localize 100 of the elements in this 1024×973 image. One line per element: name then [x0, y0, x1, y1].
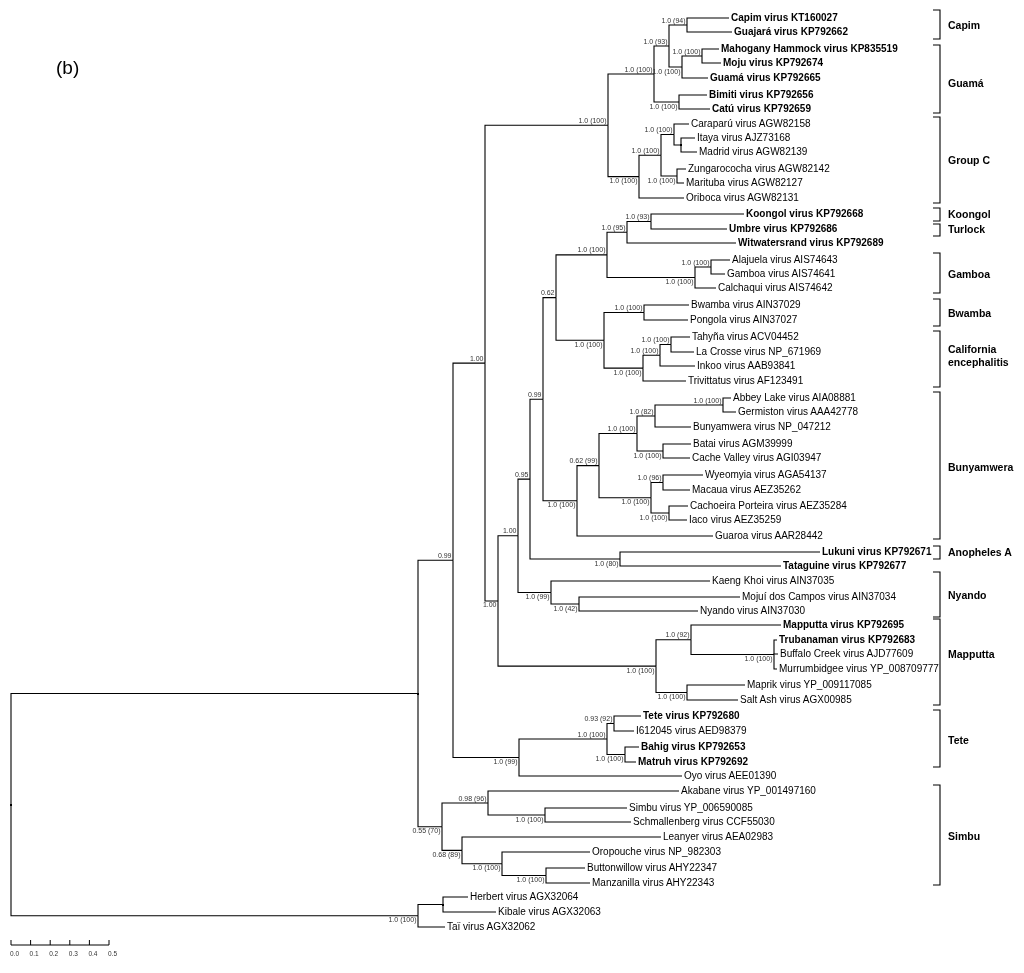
tree-branch [676, 175, 685, 184]
tree-branch [681, 55, 703, 68]
tree-branch [603, 339, 644, 369]
tree-branch [678, 101, 711, 110]
tree-branch [607, 124, 640, 178]
tree-branch [653, 45, 670, 75]
taxon-label: Nyando virus AIN37030 [700, 604, 806, 617]
tree-branch [650, 213, 745, 223]
tree-branch [452, 362, 486, 561]
tree-branch [681, 66, 709, 79]
tree-branch [626, 231, 737, 244]
tree-branch [555, 297, 605, 341]
clade-label: Capim [948, 18, 982, 32]
taxon-label: Batai virus AGM39999 [693, 437, 793, 450]
tree-branch [517, 535, 552, 594]
tree-branch [668, 45, 683, 68]
taxon-label: Trubanaman virus KP792683 [779, 633, 916, 646]
clade-label: California encephalitis [948, 343, 1010, 369]
tree-branch [624, 746, 640, 756]
taxon-label: Caraparú virus AGW82158 [691, 117, 811, 130]
tree-branch [529, 478, 621, 560]
tree-branch [550, 591, 580, 605]
taxon-label: Madrid virus AGW82139 [699, 145, 808, 158]
tree-branch [673, 133, 682, 146]
taxon-label: Tataguine virus KP792677 [783, 559, 907, 572]
taxon-label: Tahyña virus ACV04452 [692, 330, 799, 343]
taxon-label: Kaeng Khoi virus AIN37035 [712, 574, 835, 587]
tree-branch [417, 903, 444, 917]
tree-branch [545, 874, 591, 884]
tree-branch [676, 168, 687, 177]
tree-branch [529, 398, 544, 480]
tree-branch [662, 450, 691, 459]
tree-branch [668, 24, 688, 47]
taxon-label: Schmallenberg virus CCF55030 [633, 815, 775, 828]
taxon-label: Bwamba virus AIN37029 [691, 298, 801, 311]
tree-branch [501, 851, 591, 865]
tree-branch [650, 497, 670, 514]
tree-branch [659, 343, 672, 356]
tree-branch [668, 512, 688, 521]
tree-branch [613, 715, 642, 725]
tree-branch [655, 639, 692, 667]
taxon-label: Zungarococha virus AGW82142 [688, 162, 830, 175]
tree-branch [417, 692, 443, 828]
taxon-label: Leanyer virus AEA02983 [663, 830, 774, 843]
tree-branch [442, 896, 469, 906]
panel-label: (b) [56, 57, 80, 79]
taxon-label: Salt Ash virus AGX00985 [740, 693, 852, 706]
taxon-label: Buttonwillow virus AHY22347 [587, 861, 718, 874]
taxon-label: Tete virus KP792680 [643, 709, 740, 722]
tree-branch [686, 17, 730, 26]
tree-branch [517, 478, 531, 537]
taxon-label: Macaua virus AEZ35262 [692, 483, 801, 496]
tree-branch [461, 836, 662, 851]
taxon-label: I612045 virus AED98379 [636, 724, 747, 737]
tree-branch [10, 692, 419, 806]
taxon-label: Cachoeira Porteira virus AEZ35284 [690, 499, 847, 512]
tree-branch [417, 915, 446, 928]
taxon-label: Itaya virus AJZ73168 [697, 131, 791, 144]
taxon-label: Herbert virus AGX32064 [470, 890, 579, 903]
tree-branch [545, 867, 586, 877]
taxon-label: Trivittatus virus AF123491 [688, 374, 804, 387]
taxon-label: Alajuela virus AIS74643 [732, 253, 838, 266]
taxon-label: Umbre virus KP792686 [729, 222, 838, 235]
tree-branch [650, 481, 664, 499]
tree-branch [544, 814, 632, 823]
clade-label: Tete [948, 733, 970, 747]
tree-branch [417, 559, 454, 695]
tree-branch [643, 311, 689, 321]
tree-branch [606, 231, 628, 256]
taxon-label: Marituba virus AGW82127 [686, 176, 803, 189]
clade-label: Koongol [948, 207, 992, 221]
taxon-label: Oropouche virus NP_982303 [592, 845, 721, 858]
tree-branch [694, 266, 712, 279]
tree-branch [550, 580, 711, 594]
clade-label: Group C [948, 153, 991, 167]
tree-branch [655, 665, 688, 694]
tree-branch [642, 354, 661, 369]
tree-branch [654, 415, 692, 428]
tree-branch [441, 826, 463, 851]
taxon-label: Simbu virus YP_006590085 [629, 801, 753, 814]
tree-branch [10, 804, 419, 917]
tree-branch [670, 343, 695, 353]
taxon-label: Calchaqui virus AIS74642 [718, 281, 833, 294]
taxon-label: Gamboa virus AIS74641 [727, 267, 836, 280]
taxon-label: Bahig virus KP792653 [641, 740, 746, 753]
taxon-label: Guajará virus KP792662 [734, 25, 848, 38]
tree-branch [654, 404, 724, 417]
tree-branch [576, 465, 600, 502]
tree-branch [694, 276, 717, 289]
tree-branch [603, 311, 645, 341]
taxon-label: Mapputta virus KP792695 [783, 618, 905, 631]
taxon-label: Mojuí dos Campos virus AIN37034 [742, 590, 896, 603]
taxon-label: Witwatersrand virus KP792689 [738, 236, 884, 249]
taxon-label: Guamá virus KP792665 [710, 71, 821, 84]
tree-branch [710, 259, 731, 268]
tree-branch [638, 154, 662, 178]
taxon-label: Iaco virus AEZ35259 [689, 513, 782, 526]
tree-branch [578, 596, 741, 605]
tree-branch [487, 790, 680, 804]
tree-branch [668, 505, 689, 514]
